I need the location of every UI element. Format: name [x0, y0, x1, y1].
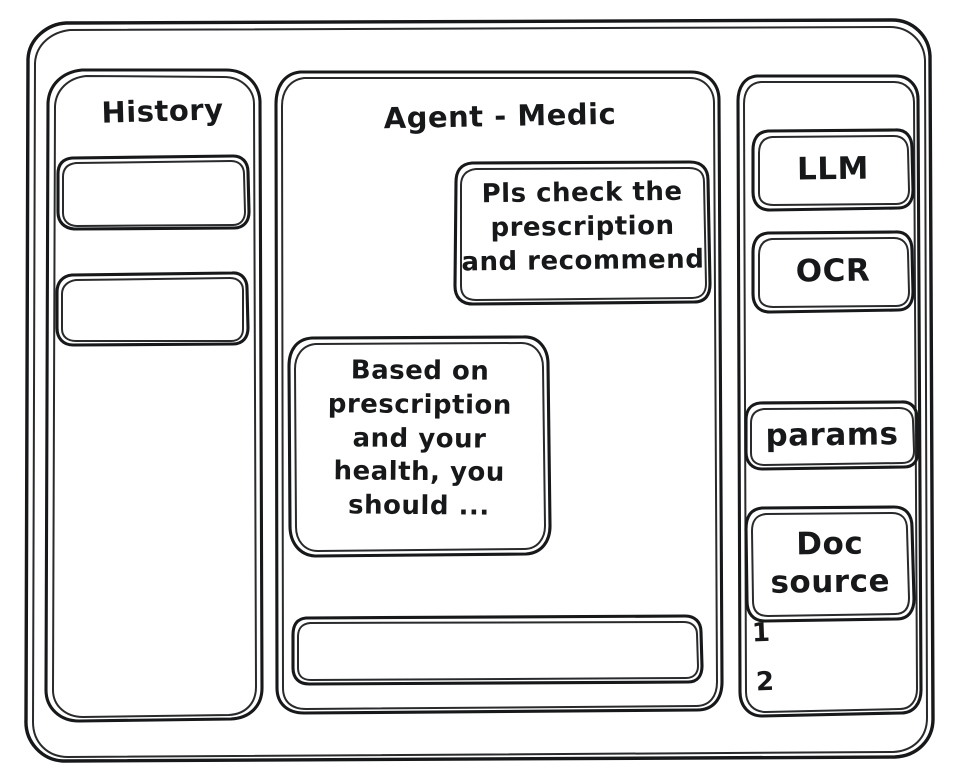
tool-doc-source[interactable]: Doc source [746, 507, 914, 621]
chat-panel-title: Agent - Medic [383, 96, 617, 136]
tool-params-label: params [765, 416, 899, 454]
tool-ocr[interactable]: OCR [753, 231, 913, 312]
history-item-1[interactable] [58, 156, 250, 230]
tool-llm[interactable]: LLM [753, 129, 913, 210]
tool-llm-outline [751, 128, 915, 212]
agent-message-text: Based on prescription and your health, y… [327, 355, 512, 522]
outer-frame [24, 18, 935, 763]
chat-panel-outline [274, 70, 724, 715]
chat-input[interactable] [293, 616, 702, 684]
tool-doc-source-outline [744, 505, 916, 623]
doc-source-item-2[interactable]: 2 [755, 666, 776, 698]
doc-source-item-1[interactable]: 1 [751, 617, 772, 649]
tool-params-outline [744, 400, 920, 471]
chat-input-outline [291, 614, 704, 686]
tools-panel-outline [736, 74, 923, 718]
tool-params[interactable]: params [746, 401, 918, 469]
history-panel-outline [44, 68, 264, 723]
tool-llm-label: LLM [796, 150, 870, 188]
user-message-bubble-outline [453, 160, 712, 306]
tool-ocr-label: OCR [795, 252, 871, 290]
agent-message: Based on prescription and your health, y… [289, 337, 550, 556]
tool-doc-source-label: Doc source [770, 525, 891, 602]
tool-ocr-outline [751, 230, 915, 314]
history-item-1-outline [56, 154, 251, 231]
user-message-text: Pls check the prescription and recommend [461, 176, 705, 278]
history-panel-title: History [101, 92, 224, 130]
agent-message-bubble-outline [287, 335, 552, 558]
history-item-2-outline [55, 271, 250, 347]
user-message: Pls check the prescription and recommend [455, 162, 710, 305]
history-item-2[interactable] [57, 273, 249, 345]
